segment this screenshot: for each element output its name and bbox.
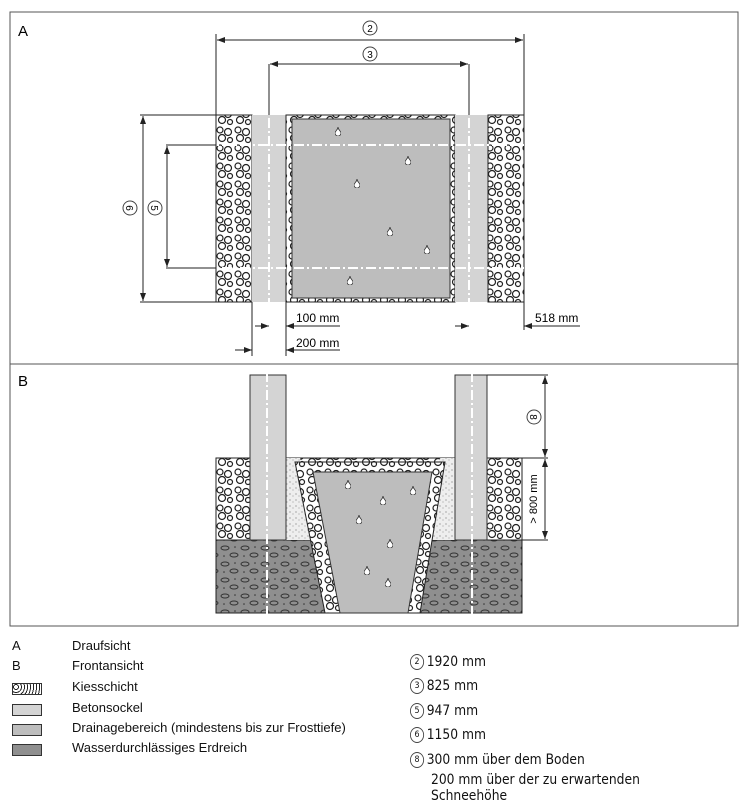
legend-dim-8-line2: 200 mm über der zu erwartenden Schneehöh…	[431, 772, 640, 804]
front-view: 8 > 800 mm	[215, 372, 548, 620]
dim-2: 2	[367, 24, 373, 35]
dim-5: 5	[148, 205, 159, 211]
section-b-frame	[9, 363, 739, 627]
dim-3: 3	[367, 50, 373, 61]
earth-swatch	[12, 744, 42, 756]
dim-8: 8	[527, 414, 538, 420]
section-a-label: A	[18, 23, 28, 40]
top-view	[140, 34, 580, 356]
section-b-label: B	[18, 373, 28, 390]
legend-label-gravel: Kiesschicht	[72, 679, 138, 694]
dim-800mm: > 800 mm	[528, 474, 540, 523]
legend-label-earth: Wasserdurchlässiges Erdreich	[72, 740, 248, 755]
dim-200mm: 200 mm	[296, 336, 339, 350]
legend-label-a: Draufsicht	[72, 638, 131, 653]
legend-label-drainage: Drainagebereich (mindestens bis zur Fros…	[72, 720, 346, 735]
dim-100mm: 100 mm	[296, 311, 339, 325]
legend-key-a: A	[12, 638, 21, 653]
legend-label-concrete: Betonsockel	[72, 700, 143, 715]
dimension-labels-a: 2 3 6 5 100 mm 200 mm 518 mm	[122, 20, 578, 350]
legend-key-b: B	[12, 658, 21, 673]
gravel-swatch	[12, 683, 42, 695]
concrete-swatch	[12, 704, 42, 716]
dim-6: 6	[123, 205, 134, 211]
drainage-swatch	[12, 724, 42, 736]
dim-518mm: 518 mm	[535, 311, 578, 325]
legend-label-b: Frontansicht	[72, 658, 144, 673]
